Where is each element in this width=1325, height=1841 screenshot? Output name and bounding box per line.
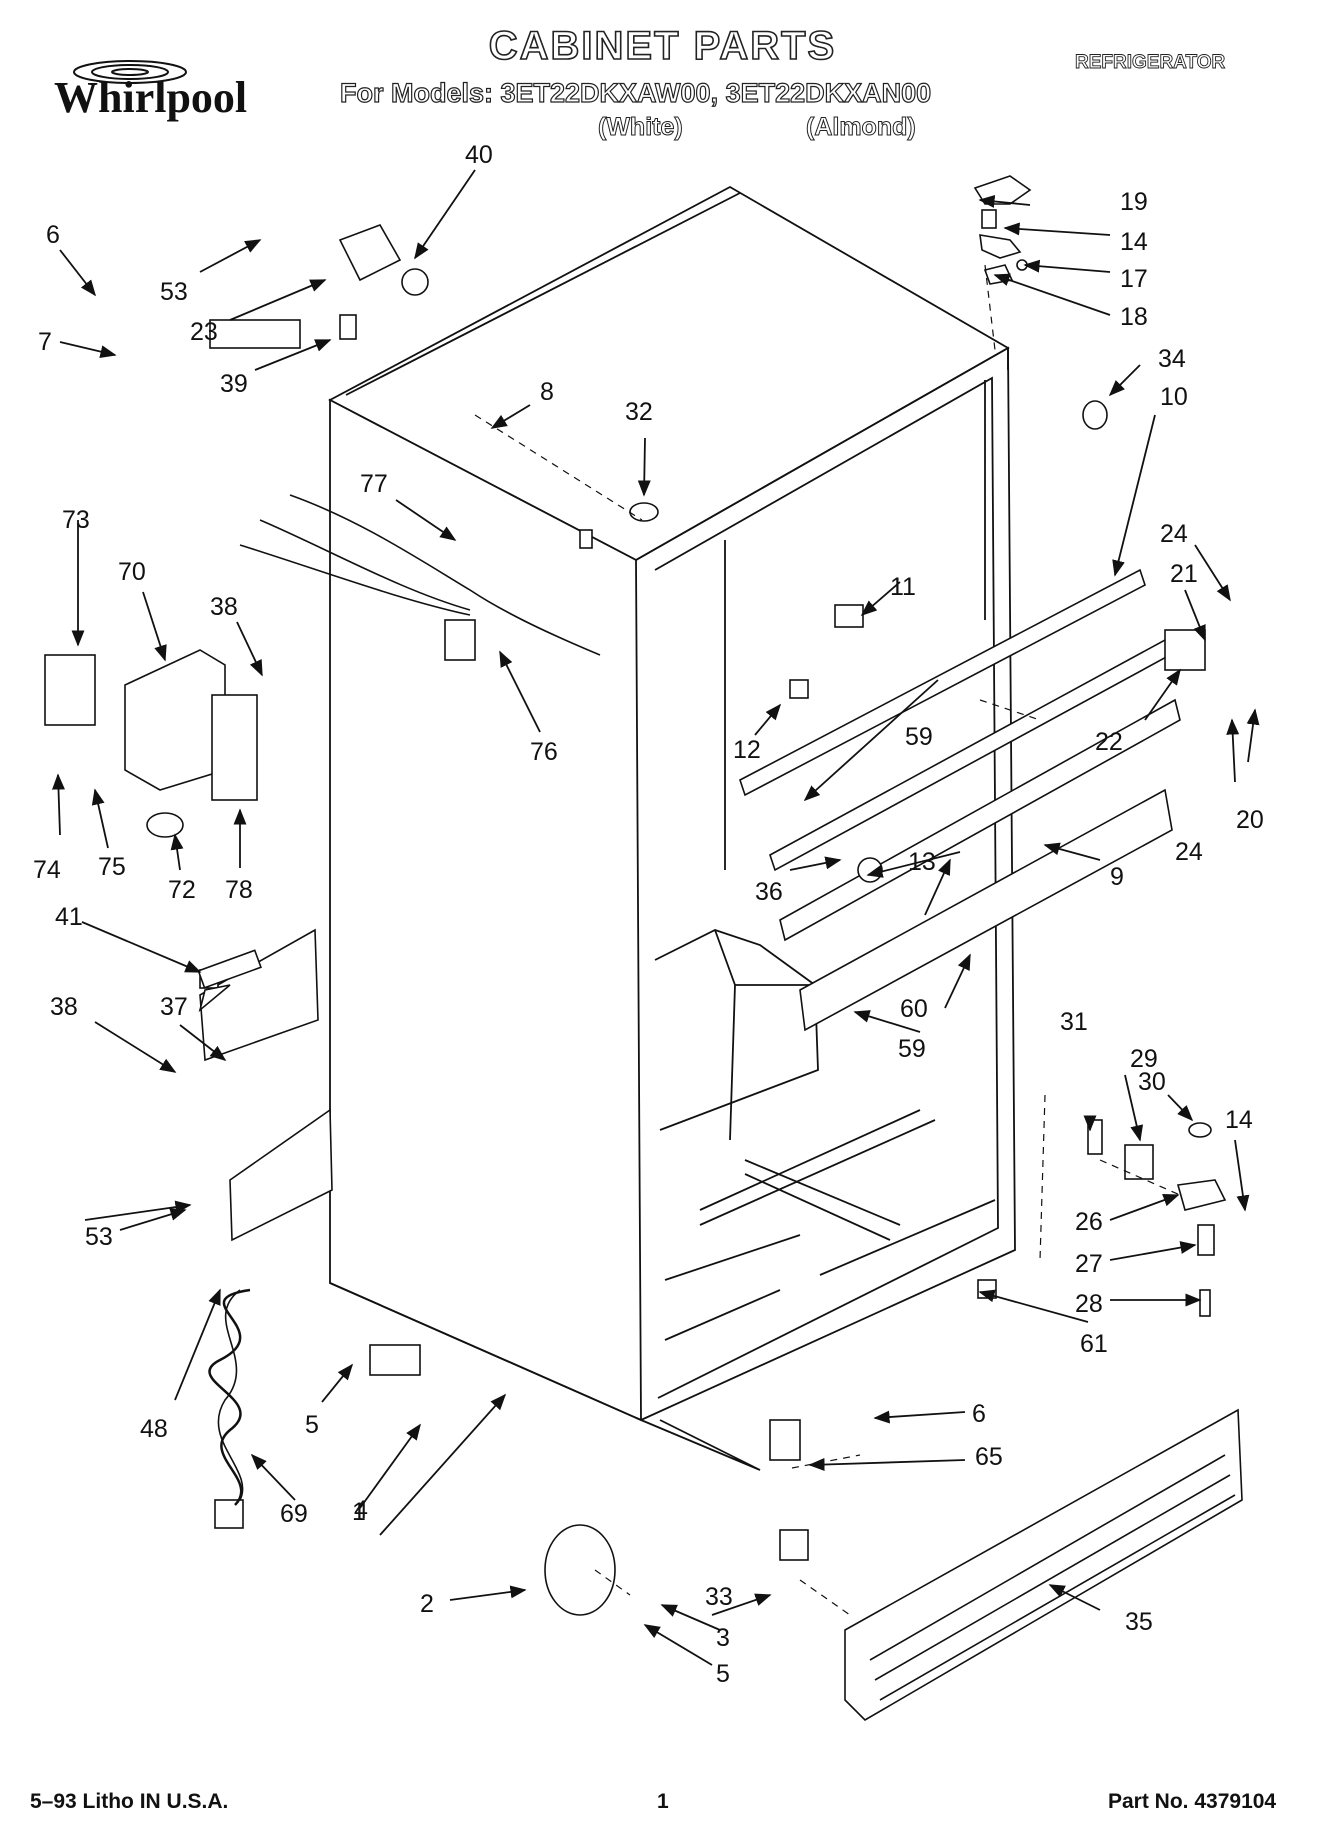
color-almond-label: (Almond) — [806, 113, 917, 142]
callout: 29 — [1130, 1045, 1158, 1073]
callout: 75 — [98, 853, 126, 881]
footer-page-number: 1 — [657, 1790, 669, 1813]
callout: 17 — [1120, 265, 1148, 293]
callout: 32 — [625, 398, 653, 426]
callout: 65 — [975, 1443, 1003, 1471]
callout: 59 — [898, 1035, 926, 1063]
cabinet — [328, 185, 1016, 1471]
callout: 27 — [1075, 1250, 1103, 1278]
callout: 38 — [50, 993, 78, 1021]
callout: 2 — [420, 1590, 434, 1618]
callout: 8 — [540, 378, 554, 406]
page-title: CABINET PARTS — [488, 23, 837, 69]
callout: 4 — [354, 1496, 368, 1524]
callout: 59 — [905, 723, 933, 751]
callout-leaders — [52, 169, 1260, 1666]
callout: 9 — [1110, 863, 1124, 891]
callout: 20 — [1236, 806, 1264, 834]
callout: 48 — [140, 1415, 168, 1443]
callout: 36 — [755, 878, 783, 906]
callout: 69 — [280, 1500, 308, 1528]
callout: 23 — [190, 318, 218, 346]
callout: 72 — [168, 876, 196, 904]
callout: 18 — [1120, 303, 1148, 331]
color-white-label: (White) — [598, 113, 684, 142]
callout: 24 — [1160, 520, 1188, 548]
power-cord — [208, 1288, 251, 1506]
callout: 14 — [1225, 1106, 1253, 1134]
callout: 70 — [118, 558, 146, 586]
callout: 40 — [465, 141, 493, 169]
logo-swirl — [73, 60, 187, 84]
callout: 61 — [1080, 1330, 1108, 1358]
callout: 22 — [1095, 728, 1123, 756]
callout: 5 — [716, 1660, 730, 1688]
callout: 38 — [210, 593, 238, 621]
callout: 14 — [1120, 228, 1148, 256]
callout: 30 — [1138, 1068, 1166, 1096]
toe-grille — [844, 1408, 1243, 1722]
top-hinge — [973, 175, 1108, 430]
callout: 12 — [733, 736, 761, 764]
callout: 35 — [1125, 1608, 1153, 1636]
footer-part-number: Part No. 4379104 — [1108, 1790, 1277, 1813]
callout: 3 — [716, 1624, 730, 1652]
callout: 53 — [85, 1223, 113, 1251]
callout: 5 — [305, 1411, 319, 1439]
wire-harness — [289, 494, 601, 656]
callout: 76 — [530, 738, 558, 766]
callout: 24 — [1175, 838, 1203, 866]
callout: 37 — [160, 993, 188, 1021]
callout: 31 — [1060, 1008, 1088, 1036]
callout: 26 — [1075, 1208, 1103, 1236]
callout: 33 — [705, 1583, 733, 1611]
appliance-label: REFRIGERATOR — [1075, 52, 1226, 74]
callout: 7 — [38, 328, 52, 356]
callout: 6 — [972, 1400, 986, 1428]
mullion-rails — [739, 568, 1206, 1032]
callout: 6 — [46, 221, 60, 249]
callout: 60 — [900, 995, 928, 1023]
callout: 13 — [908, 848, 936, 876]
callout: 28 — [1075, 1290, 1103, 1318]
callout: 41 — [55, 903, 83, 931]
model-numbers: For Models: 3ET22DKXAW00, 3ET22DKXAN00 — [339, 77, 932, 108]
callout: 21 — [1170, 560, 1198, 588]
footer-litho: 5–93 Litho IN U.S.A. — [30, 1790, 229, 1813]
callout: 19 — [1120, 188, 1148, 216]
callout: 74 — [33, 856, 61, 884]
whirlpool-logo: Whirlpool — [54, 73, 248, 122]
callout: 34 — [1158, 345, 1186, 373]
callout-numbers: 48 1 2 3 4 5 5 6 6 7 8 9 10 11 12 13 14 … — [33, 141, 1264, 1688]
alignment-dashes — [474, 264, 1181, 1616]
callout: 11 — [890, 573, 916, 601]
callout: 1 — [352, 1498, 366, 1526]
callout: 39 — [220, 370, 248, 398]
callout: 10 — [1160, 383, 1188, 411]
callout: 73 — [62, 506, 90, 534]
callout: 78 — [225, 876, 253, 904]
electrical-parts — [44, 224, 809, 1616]
callout: 53 — [160, 278, 188, 306]
callout: 77 — [360, 470, 388, 498]
